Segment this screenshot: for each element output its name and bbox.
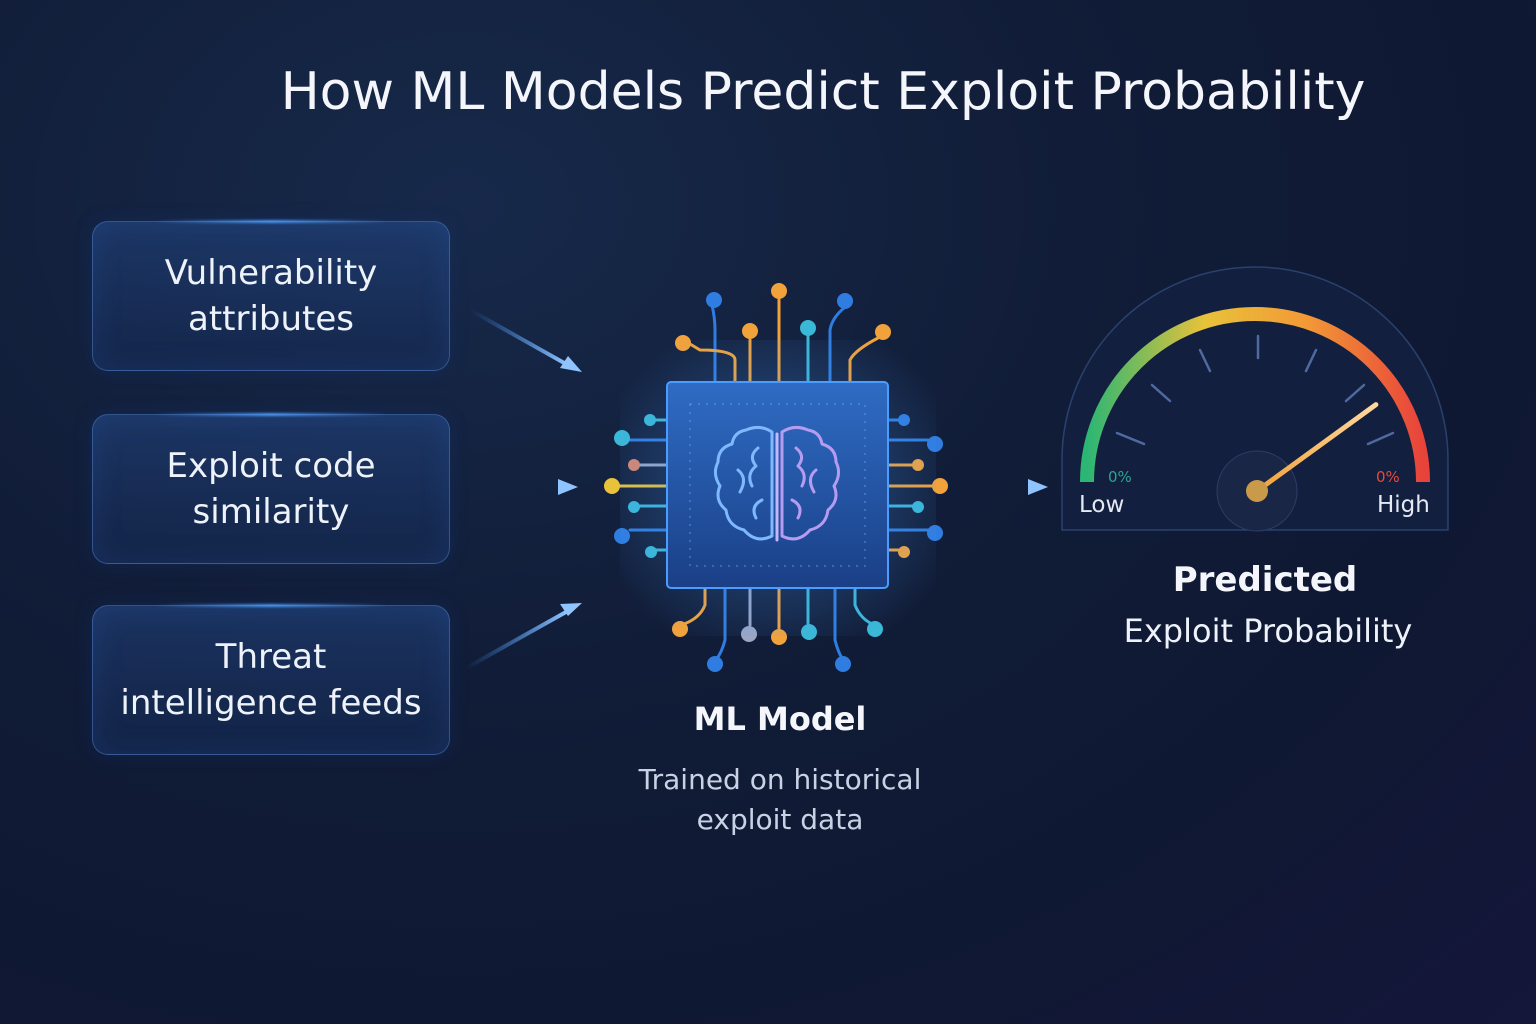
output-title: Predicted: [1172, 560, 1358, 600]
model-subtitle: Trained on historical exploit data: [638, 763, 922, 836]
page-title: How ML Models Predict Exploit Probabilit…: [280, 62, 1366, 122]
arrow-1: [468, 308, 582, 372]
model-title: ML Model: [693, 700, 867, 738]
arrow-output: [963, 479, 1048, 495]
arrow-3: [464, 603, 582, 670]
gauge-low-label: Low: [1079, 492, 1125, 518]
ml-model-chip: [620, 340, 936, 636]
gauge-arc: [1080, 307, 1430, 483]
gauge-high-label: High: [1377, 492, 1430, 518]
input-label: Vulnerability attributes: [164, 253, 378, 339]
gauge-percent-left: 0%: [1108, 468, 1132, 486]
gauge-percent-right: 0%: [1376, 468, 1400, 486]
arrow-2: [466, 479, 578, 495]
input-label: Threat intelligence feeds: [120, 637, 422, 723]
input-vulnerability-attributes: Vulnerability attributes: [92, 221, 450, 371]
gauge-needle: [1254, 402, 1379, 494]
input-exploit-code-similarity: Exploit code similarity: [92, 414, 450, 564]
input-threat-intelligence-feeds: Threat intelligence feeds: [92, 605, 450, 755]
brain-icon: [713, 425, 841, 542]
input-label: Exploit code similarity: [166, 446, 376, 532]
output-subtitle: Exploit Probability: [1123, 612, 1413, 650]
gauge-ticks: [1115, 334, 1395, 446]
input-arrows: [464, 308, 1048, 670]
probability-gauge: [1061, 266, 1449, 532]
